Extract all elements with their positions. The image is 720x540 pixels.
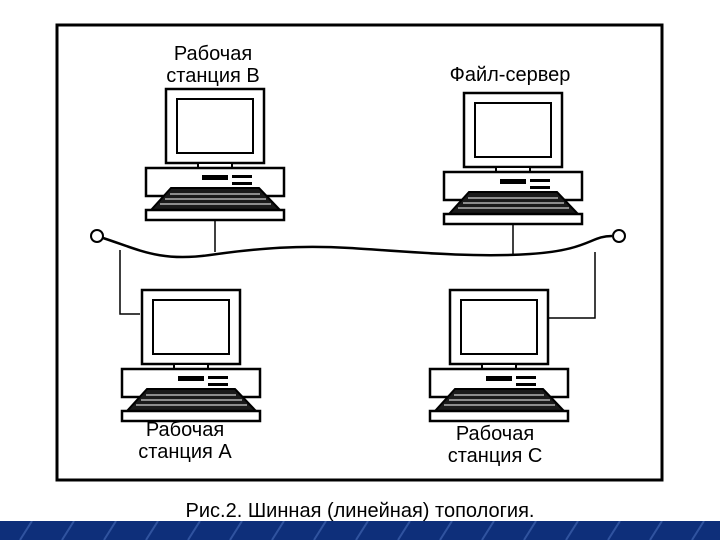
label-station-c: Рабочая станция С (430, 423, 560, 467)
label-file-server: Файл-сервер (430, 64, 590, 86)
figure-caption: Рис.2. Шинная (линейная) топология. (0, 500, 720, 523)
bus-terminator-right (613, 230, 625, 242)
bus-terminator-left (91, 230, 103, 242)
label-station-a-line2: станция А (120, 441, 250, 463)
computer-file-server (444, 93, 582, 224)
computer-station-b (146, 89, 284, 220)
label-station-c-line1: Рабочая (430, 423, 560, 445)
computer-station-a (122, 290, 260, 421)
drop-line-station-c (548, 252, 595, 318)
label-file-server-text: Файл-сервер (430, 64, 590, 86)
label-station-b-line1: Рабочая (148, 43, 278, 65)
label-station-b-line2: станция В (148, 65, 278, 87)
label-station-a: Рабочая станция А (120, 419, 250, 463)
bus-cable (103, 236, 612, 257)
computer-station-c (430, 290, 568, 421)
drop-line-station-a (120, 250, 140, 314)
label-station-a-line1: Рабочая (120, 419, 250, 441)
label-station-c-line2: станция С (430, 445, 560, 467)
label-station-b: Рабочая станция В (148, 43, 278, 87)
footer-band (0, 521, 720, 540)
